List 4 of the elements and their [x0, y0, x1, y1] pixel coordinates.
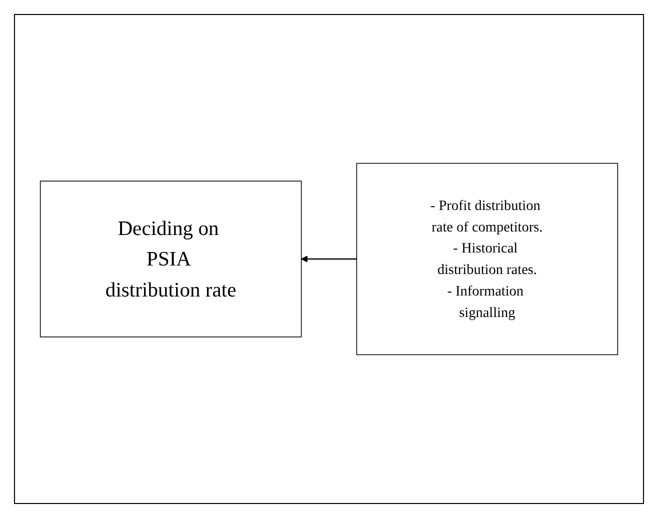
- node-box: [40, 180, 302, 338]
- frame-border: Deciding on PSIA distribution rate - Profit distribution rate of competitors. - Historical distribution rates. - Information signalling: [14, 14, 644, 504]
- arrow: [301, 256, 357, 262]
- node-box: [356, 162, 618, 356]
